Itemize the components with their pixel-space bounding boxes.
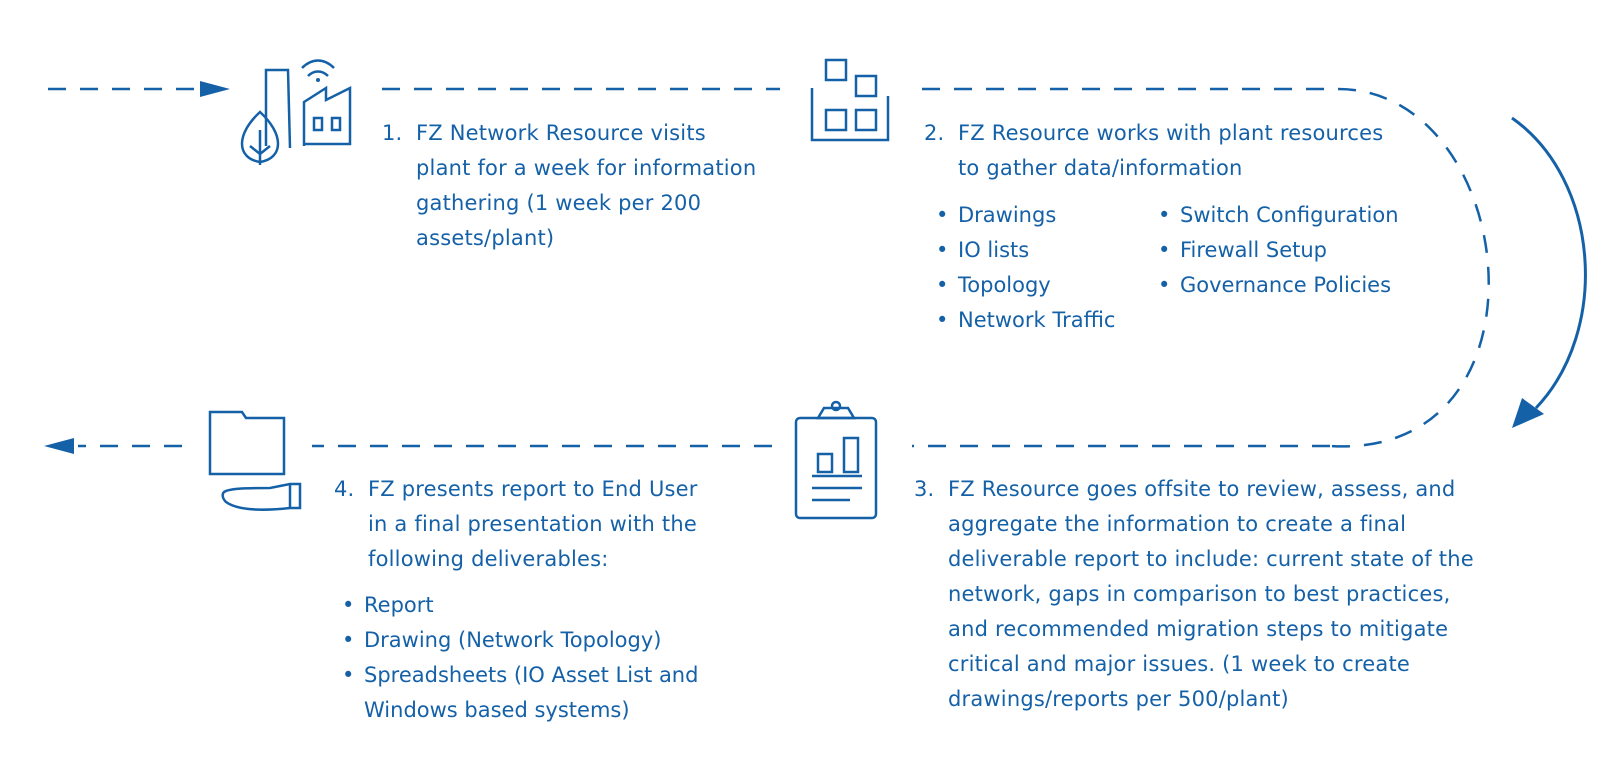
end-arrow-head [44, 438, 74, 454]
list-item: Firewall Setup [1158, 233, 1399, 268]
list-item: Network Traffic [936, 303, 1115, 338]
curved-return-arrow [1511, 116, 1587, 410]
list-item: Drawing (Network Topology) [342, 623, 742, 658]
list-item: Spreadsheets (IO Asset List and Windows … [342, 658, 724, 728]
step-2-text: FZ Resource works with plant resources t… [958, 121, 1384, 180]
top-dashed-connector [48, 87, 1490, 448]
step-1-number: 1. [382, 121, 403, 145]
list-item: Drawings [936, 198, 1115, 233]
curved-arrow-head [1512, 398, 1544, 428]
list-item: Topology [936, 268, 1115, 303]
step-4-text: FZ presents report to End User in a fina… [368, 477, 698, 571]
step-4: 4. FZ presents report to End User in a f… [334, 472, 734, 577]
building-blocks-icon [810, 58, 890, 142]
step-4-bullets: Report Drawing (Network Topology) Spread… [342, 588, 742, 728]
list-item: Report [342, 588, 742, 623]
factory-leaf-wifi-icon [240, 59, 352, 165]
step-2-number: 2. [924, 121, 945, 145]
list-item: IO lists [936, 233, 1115, 268]
step-2-bullets-left: Drawings IO lists Topology Network Traff… [936, 198, 1115, 338]
step-4-number: 4. [334, 477, 355, 501]
step-1-text: FZ Network Resource visits plant for a w… [416, 121, 757, 250]
step-3: 3. FZ Resource goes offsite to review, a… [914, 472, 1494, 717]
clipboard-chart-icon [794, 400, 878, 520]
step-3-text: FZ Resource goes offsite to review, asse… [948, 477, 1474, 711]
step-2: 2. FZ Resource works with plant resource… [924, 116, 1444, 186]
start-arrow-head [200, 81, 230, 97]
step-3-number: 3. [914, 477, 935, 501]
step-1: 1. FZ Network Resource visits plant for … [382, 116, 762, 256]
folder-hand-icon [208, 410, 302, 511]
list-item: Switch Configuration [1158, 198, 1399, 233]
list-item: Governance Policies [1158, 268, 1399, 303]
step-2-bullets-right: Switch Configuration Firewall Setup Gove… [1158, 198, 1399, 303]
